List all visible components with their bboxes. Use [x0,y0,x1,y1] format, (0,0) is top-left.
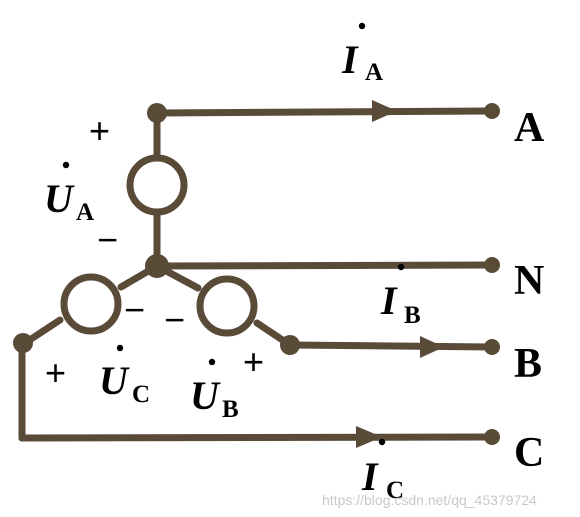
phasor-dot-ua [62,161,70,169]
watermark-text: https://blog.csdn.net/qq_45379724 [322,492,537,508]
voltage-source-a [126,154,188,216]
phasor-dot-ub [208,358,216,366]
terminal-labels: A N B C [514,105,545,476]
svg-text:U: U [44,176,75,221]
wire-line-b [286,341,496,351]
arrow-ia [372,100,397,122]
label-current-ic: I C [361,438,404,504]
sources [60,154,258,337]
node-neutral [145,254,169,278]
terminal-dot-b [484,339,500,355]
label-current-ib: I B [380,263,421,329]
wire-neutral [153,261,496,270]
current-arrows [356,100,444,448]
plus-sign-ub: + [243,341,264,382]
svg-text:I: I [380,278,398,323]
node-c [13,333,33,353]
wire-line-a [153,107,496,117]
voltage-source-b [196,275,258,337]
minus-sign-ua: − [97,219,118,260]
nodes [13,103,500,445]
minus-sign-ub: − [164,299,185,340]
phasor-dot-ib [397,263,405,271]
svg-text:C: C [386,477,404,504]
svg-text:U: U [190,373,221,418]
plus-sign-uc: + [45,352,66,393]
terminal-label-c: C [514,430,544,476]
node-b [280,335,300,355]
label-current-ia: I A [341,22,383,86]
wire-line-c [18,433,496,442]
label-voltage-ua: U A [44,161,94,226]
phasor-dot-ia [358,22,366,30]
node-a-top [147,103,167,123]
svg-text:I: I [361,454,379,499]
terminal-label-b: B [514,341,542,387]
wires [18,107,496,442]
svg-text:B: B [222,396,239,423]
terminal-dot-c [484,429,500,445]
polarity-signs: + − − + − + [45,110,264,393]
phasor-dot-ic [378,438,386,446]
phasor-dot-uc [116,344,124,352]
plus-sign-ua: + [89,110,110,151]
terminal-label-n: N [514,258,544,304]
svg-text:B: B [404,302,421,329]
terminal-dot-a [484,103,500,119]
voltage-source-c [60,273,122,335]
svg-text:A: A [76,199,94,226]
minus-sign-uc: − [124,289,145,330]
arrow-ic [356,426,382,448]
svg-text:U: U [99,358,130,403]
terminal-label-a: A [514,105,545,151]
svg-text:C: C [132,381,150,408]
svg-text:A: A [365,59,383,86]
terminal-dot-n [484,257,500,273]
arrow-ib [420,336,444,358]
svg-text:I: I [341,37,359,82]
label-voltage-ub: U B [190,358,239,423]
label-voltage-uc: U C [99,344,150,408]
